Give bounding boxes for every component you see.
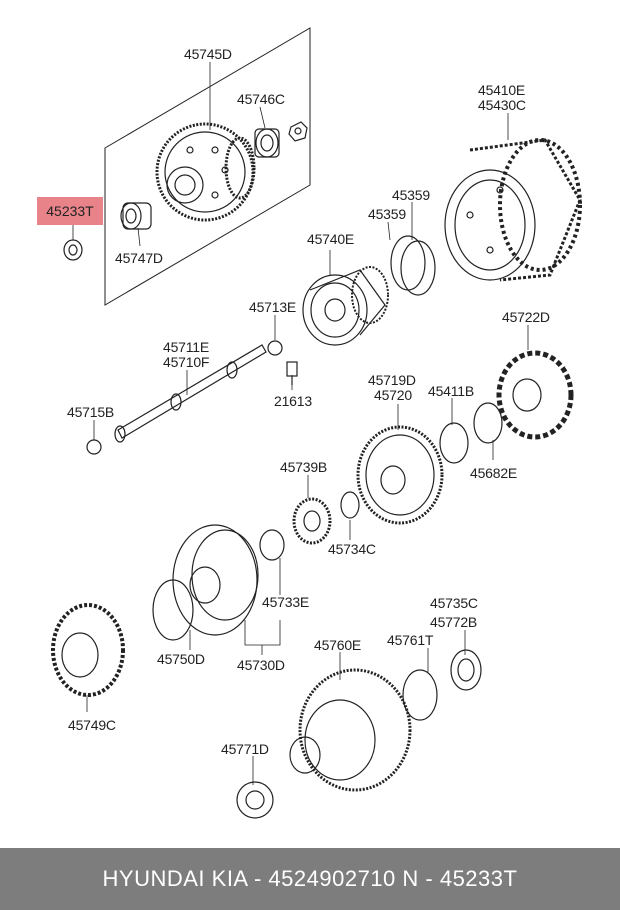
part-label-45711e: 45711E <box>163 339 210 355</box>
part-label-45715b: 45715B <box>67 404 115 420</box>
part-label-45761t: 45761T <box>387 632 434 648</box>
part-label-45359-b: 45359 <box>368 206 406 222</box>
exploded-view-drawing <box>51 27 582 819</box>
part-label-45749c: 45749C <box>68 717 116 733</box>
part-label-45410e: 45410E <box>478 82 526 98</box>
ring-45411b <box>439 422 469 464</box>
part-label-45745d: 45745D <box>184 46 232 62</box>
part-label-45720: 45720 <box>374 387 412 403</box>
snap-rings-45359 <box>390 235 436 296</box>
part-label-45411b: 45411B <box>428 383 475 399</box>
footer-bar: HYUNDAI KIA - 4524902710 N - 45233T <box>0 848 620 910</box>
part-label-45750d: 45750D <box>157 651 205 667</box>
part-label-45747d: 45747D <box>115 250 163 266</box>
sprocket-45722d <box>496 350 574 440</box>
part-label-45772b: 45772B <box>430 614 478 630</box>
gear-45745d <box>155 122 256 222</box>
part-label-21613: 21613 <box>274 393 312 409</box>
part-label-45682e: 45682E <box>470 465 518 481</box>
part-label-45713e: 45713E <box>249 299 297 315</box>
part-label-45746c: 45746C <box>237 91 285 107</box>
ring-45761t <box>402 669 438 721</box>
highlighted-part-label-45233t: 45233T <box>37 197 103 225</box>
part-label-45739b: 45739B <box>280 459 328 475</box>
planet-carrier-45720 <box>356 425 444 525</box>
part-label-45359-a: 45359 <box>392 187 430 203</box>
differential-45760e <box>289 668 412 792</box>
washer-45734c <box>340 491 360 519</box>
bearing-45747d <box>120 202 152 230</box>
part-label-45740e: 45740E <box>307 231 355 247</box>
ring-45682e <box>473 402 503 444</box>
subassembly-frame <box>104 27 311 306</box>
part-label-45771d: 45771D <box>221 741 269 757</box>
washer-45733e <box>259 529 285 561</box>
washer-45233t <box>63 239 83 261</box>
oring-45713e <box>267 340 283 356</box>
drum-gear-45410e <box>444 138 582 282</box>
part-label-45733e: 45733E <box>262 594 310 610</box>
shaft-45711e <box>114 344 267 443</box>
part-label-45760e: 45760E <box>314 637 362 653</box>
part-label-45722d: 45722D <box>502 309 550 325</box>
part-label-45710f: 45710F <box>163 354 210 370</box>
gear-set-45730d <box>172 524 259 636</box>
part-label-45735c: 45735C <box>430 595 478 611</box>
ring-45750d <box>152 579 194 641</box>
bolt-21613 <box>286 361 298 385</box>
footer-part-number-text: HYUNDAI KIA - 4524902710 N - 45233T <box>102 866 518 891</box>
part-label-45430c: 45430C <box>478 97 526 113</box>
bearing-45746c <box>254 121 308 158</box>
gear-45739b <box>292 497 332 545</box>
ring-45715b <box>86 439 102 455</box>
part-label-45734c: 45734C <box>328 541 376 557</box>
bearing-45771d <box>236 781 274 819</box>
gear-45749c <box>51 603 125 697</box>
part-label-45730d: 45730D <box>237 657 285 673</box>
part-label-45719d: 45719D <box>368 372 416 388</box>
bearing-45735c <box>450 649 482 691</box>
hub-45740e <box>302 266 389 346</box>
